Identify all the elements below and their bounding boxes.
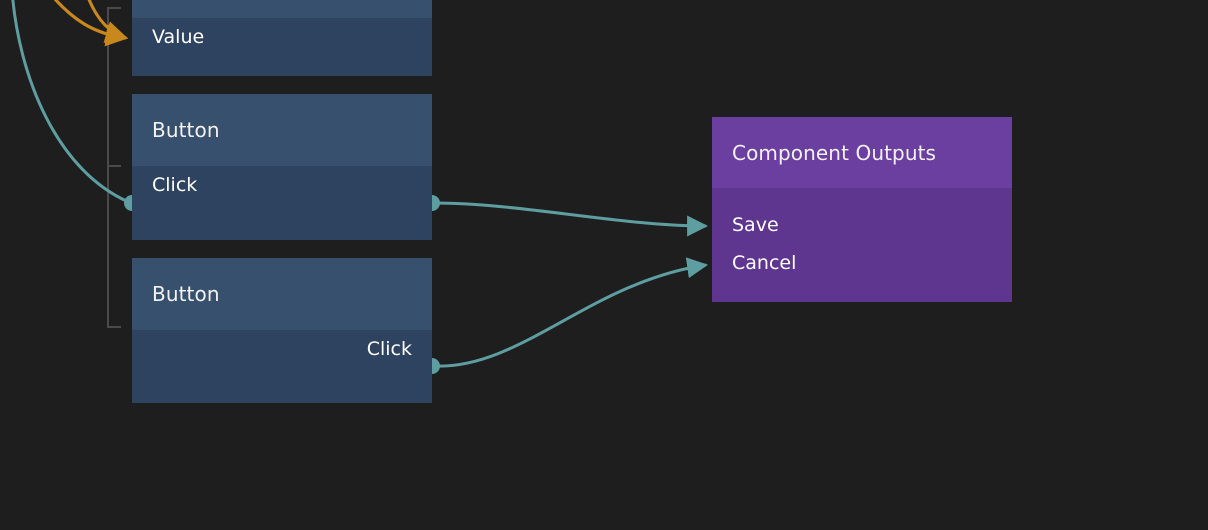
node-button-1[interactable]: Button Click xyxy=(132,94,432,240)
port-label-button-1-click: Click xyxy=(152,174,198,196)
edge-orange-2 xyxy=(87,0,129,43)
edge-teal-2 xyxy=(433,257,709,368)
node-component-outputs-body: Save Cancel xyxy=(712,188,1012,302)
node-button-2-header[interactable]: Button xyxy=(132,258,432,330)
edge-teal-1 xyxy=(433,201,709,237)
port-row-save[interactable]: Save xyxy=(712,206,1012,244)
port-row-button-1-click[interactable]: Click xyxy=(132,166,432,204)
node-button-2-title: Button xyxy=(152,282,220,306)
port-label-button-2-click: Click xyxy=(366,338,412,360)
node-button-2[interactable]: Button Click xyxy=(132,258,432,403)
group-bracket-tick-bottom xyxy=(107,326,121,328)
group-bracket-tick-top xyxy=(107,7,121,9)
node-value-body: Value xyxy=(132,18,432,76)
port-label-cancel: Cancel xyxy=(732,252,797,274)
group-bracket-tick-middle xyxy=(107,165,121,167)
node-value[interactable]: Value xyxy=(132,0,432,76)
node-button-1-body: Click xyxy=(132,166,432,240)
node-component-outputs-title: Component Outputs xyxy=(732,140,937,165)
port-label-save: Save xyxy=(732,214,779,236)
node-button-2-body: Click xyxy=(132,330,432,403)
node-button-1-title: Button xyxy=(152,118,220,142)
edge-teal-in-1 xyxy=(11,0,132,205)
port-row-value-in[interactable]: Value xyxy=(132,18,432,56)
port-row-button-2-click[interactable]: Click xyxy=(132,330,432,368)
port-label-value: Value xyxy=(152,26,205,48)
node-value-header[interactable] xyxy=(132,0,432,18)
node-component-outputs[interactable]: Component Outputs Save Cancel xyxy=(712,117,1012,302)
group-bracket-vertical-line xyxy=(107,8,109,328)
node-component-outputs-header[interactable]: Component Outputs xyxy=(712,117,1012,188)
port-row-cancel[interactable]: Cancel xyxy=(712,244,1012,282)
edge-orange-1 xyxy=(53,0,129,47)
node-button-1-header[interactable]: Button xyxy=(132,94,432,166)
